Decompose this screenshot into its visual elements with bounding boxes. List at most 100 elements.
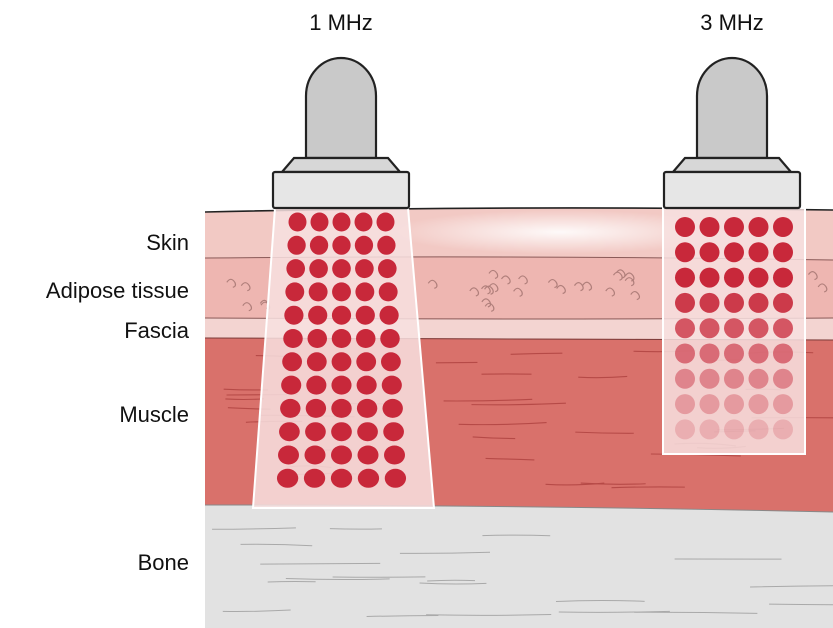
energy-dot: [675, 242, 695, 262]
energy-dot: [724, 318, 744, 338]
energy-dot: [307, 352, 327, 371]
energy-dot: [724, 394, 744, 414]
energy-dot: [749, 419, 769, 439]
frequency-label-1mhz: 1 MHz: [281, 10, 401, 36]
energy-dot: [749, 217, 769, 237]
energy-dot: [749, 369, 769, 389]
layer-label-muscle: Muscle: [4, 402, 189, 428]
energy-dot: [773, 242, 793, 262]
energy-dot: [355, 259, 374, 278]
energy-dot: [700, 394, 720, 414]
energy-dot: [332, 329, 352, 348]
layer-label-bone: Bone: [4, 550, 189, 576]
energy-dot: [700, 344, 720, 364]
energy-dot: [749, 318, 769, 338]
energy-dot: [289, 213, 307, 232]
energy-dot: [284, 306, 303, 325]
energy-dot: [773, 318, 793, 338]
transducer-3mhz-neck: [673, 158, 791, 172]
energy-dot: [675, 394, 695, 414]
energy-dot: [724, 293, 744, 313]
energy-dot: [700, 217, 720, 237]
energy-dot: [382, 376, 402, 395]
energy-dot: [378, 259, 397, 278]
energy-dot: [286, 259, 305, 278]
energy-dot: [355, 236, 373, 255]
energy-dot: [749, 344, 769, 364]
energy-dot: [749, 293, 769, 313]
transducer-1mhz-collar: [273, 172, 409, 208]
energy-dot: [356, 352, 376, 371]
energy-dot: [355, 213, 373, 232]
energy-dot: [381, 352, 401, 371]
energy-dot: [285, 282, 304, 301]
energy-dot: [379, 282, 398, 301]
bone-grain: [330, 529, 382, 530]
energy-dot: [773, 293, 793, 313]
energy-dot: [332, 306, 351, 325]
energy-dot: [287, 236, 305, 255]
energy-dot: [306, 399, 326, 418]
energy-dot: [283, 329, 303, 348]
energy-dot: [773, 268, 793, 288]
energy-dot: [700, 419, 720, 439]
energy-dot: [332, 259, 351, 278]
energy-dot: [700, 318, 720, 338]
transducer-1mhz-neck: [282, 158, 400, 172]
energy-dot: [331, 469, 352, 488]
transducer-3mhz: [664, 58, 800, 208]
energy-dot: [700, 369, 720, 389]
energy-dot: [675, 217, 695, 237]
energy-dot: [773, 419, 793, 439]
energy-dot: [357, 422, 378, 441]
energy-dot: [358, 446, 379, 465]
energy-dot: [749, 394, 769, 414]
energy-dot: [278, 446, 299, 465]
energy-dot: [380, 306, 399, 325]
energy-dot: [749, 242, 769, 262]
energy-dot: [304, 469, 325, 488]
transducer-3mhz-collar: [664, 172, 800, 208]
energy-dot: [675, 419, 695, 439]
energy-dot: [355, 282, 374, 301]
energy-dot: [333, 213, 351, 232]
energy-dot: [357, 376, 377, 395]
energy-dot: [309, 259, 328, 278]
energy-dot: [331, 399, 351, 418]
energy-dot: [356, 306, 375, 325]
energy-dot: [773, 344, 793, 364]
energy-dot: [309, 282, 328, 301]
energy-dot: [358, 469, 379, 488]
energy-dot: [675, 293, 695, 313]
frequency-label-3mhz: 3 MHz: [672, 10, 792, 36]
energy-dot: [724, 268, 744, 288]
energy-dot: [383, 399, 403, 418]
bone-grain: [482, 535, 550, 536]
energy-dot: [749, 268, 769, 288]
energy-dot: [675, 318, 695, 338]
beam-3mhz: [663, 208, 805, 454]
energy-dot: [277, 469, 298, 488]
energy-dot: [308, 329, 328, 348]
energy-dot: [773, 217, 793, 237]
layer-label-skin: Skin: [4, 230, 189, 256]
transducer-1mhz-head: [306, 58, 376, 158]
beam-3mhz-dots: [675, 217, 793, 439]
energy-dot: [305, 446, 326, 465]
energy-dot: [308, 306, 327, 325]
energy-dot: [280, 399, 300, 418]
energy-dot: [724, 217, 744, 237]
energy-dot: [311, 213, 329, 232]
energy-dot: [724, 369, 744, 389]
energy-dot: [380, 329, 400, 348]
layer-label-fascia: Fascia: [4, 318, 189, 344]
energy-dot: [700, 293, 720, 313]
energy-dot: [306, 376, 326, 395]
energy-dot: [377, 213, 395, 232]
energy-dot: [305, 422, 326, 441]
energy-dot: [383, 422, 404, 441]
energy-dot: [675, 344, 695, 364]
energy-dot: [332, 352, 352, 371]
beam-1mhz: [253, 208, 434, 508]
